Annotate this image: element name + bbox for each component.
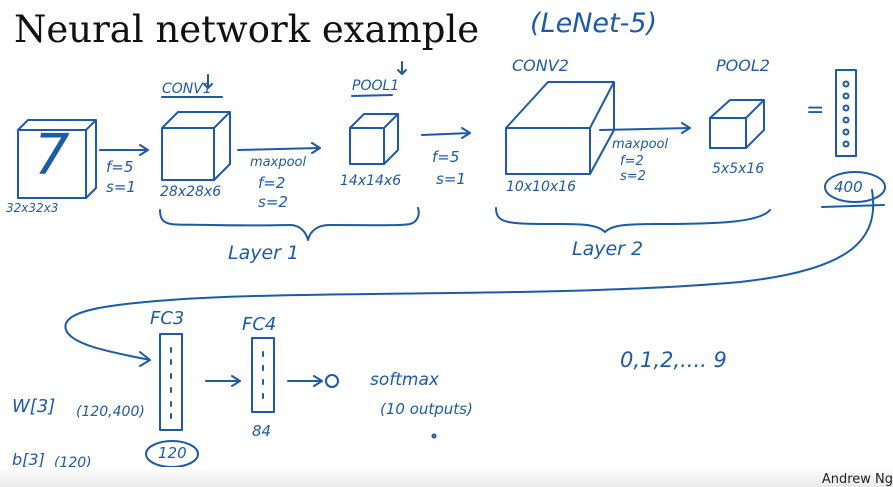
fc3-bias-symbol: b[3] bbox=[12, 450, 45, 469]
flattened-vector bbox=[821, 69, 886, 208]
video-footer bbox=[0, 467, 893, 487]
fc3-count: 120 bbox=[158, 444, 187, 462]
fc3-weight-symbol: W[3] bbox=[12, 396, 56, 417]
layer2-label: Layer 2 bbox=[572, 238, 644, 260]
pool2-s: s=2 bbox=[620, 169, 646, 184]
conv2-f: f=5 bbox=[432, 148, 460, 166]
author-credit: Andrew Ng bbox=[821, 472, 893, 487]
fc4-count: 84 bbox=[252, 422, 272, 440]
conv1-dims: 28x28x6 bbox=[160, 184, 222, 200]
pool1-s: s=2 bbox=[258, 193, 288, 211]
fc3-label: FC3 bbox=[150, 308, 185, 329]
softmax-outputs: (10 outputs) bbox=[380, 400, 473, 418]
conv1-volume bbox=[161, 74, 231, 181]
slide-title: Neural network example bbox=[14, 8, 480, 51]
conv2-volume bbox=[505, 81, 615, 175]
stray-dot bbox=[431, 433, 437, 439]
input-digit: 7 bbox=[34, 123, 70, 188]
layer1-brace bbox=[159, 207, 420, 241]
layer1-label: Layer 1 bbox=[228, 242, 300, 264]
output-classes: 0,1,2,.... 9 bbox=[620, 348, 727, 372]
arrow-fc3-fc4 bbox=[205, 375, 241, 387]
fc3-bias-shape: (120) bbox=[54, 455, 92, 471]
layer2-brace bbox=[495, 207, 771, 233]
output-node bbox=[325, 374, 339, 388]
connector-curve bbox=[64, 189, 875, 367]
flatten-count: 400 bbox=[834, 178, 863, 196]
conv2-label: CONV2 bbox=[512, 56, 569, 75]
arrow-conv1-pool1 bbox=[237, 142, 321, 154]
conv2-s: s=1 bbox=[436, 170, 466, 188]
fc3-weight-shape: (120,400) bbox=[76, 404, 145, 420]
pool2-f: f=2 bbox=[620, 154, 644, 169]
conv1-label: CONV1 bbox=[162, 81, 212, 97]
pool1-f: f=2 bbox=[258, 174, 286, 192]
conv1-f: f=5 bbox=[106, 158, 134, 176]
fc4-label: FC4 bbox=[242, 314, 277, 335]
pool2-label: POOL2 bbox=[716, 56, 770, 75]
arrow-pool1-conv2 bbox=[421, 127, 471, 139]
fc4-vector bbox=[251, 337, 275, 413]
pool1-dims: 14x14x6 bbox=[340, 173, 402, 189]
pool2-op: maxpool bbox=[612, 137, 669, 152]
softmax-label: softmax bbox=[370, 370, 439, 390]
input-dims: 32x32x3 bbox=[6, 201, 59, 215]
conv2-dims: 10x10x16 bbox=[506, 179, 577, 195]
arrow-fc4-output bbox=[287, 375, 323, 387]
pool1-volume bbox=[349, 61, 407, 165]
subtitle-lenet: (LeNet-5) bbox=[530, 8, 658, 39]
input-volume bbox=[17, 119, 97, 199]
pool2-volume bbox=[709, 99, 765, 149]
conv1-s: s=1 bbox=[106, 178, 136, 196]
pool1-op: maxpool bbox=[250, 155, 307, 170]
arrow-input-conv1 bbox=[99, 144, 149, 156]
flatten-equals: = bbox=[806, 98, 825, 123]
pool1-label: POOL1 bbox=[352, 78, 400, 94]
pool2-dims: 5x5x16 bbox=[712, 161, 765, 177]
arrow-conv2-pool2 bbox=[599, 122, 691, 134]
